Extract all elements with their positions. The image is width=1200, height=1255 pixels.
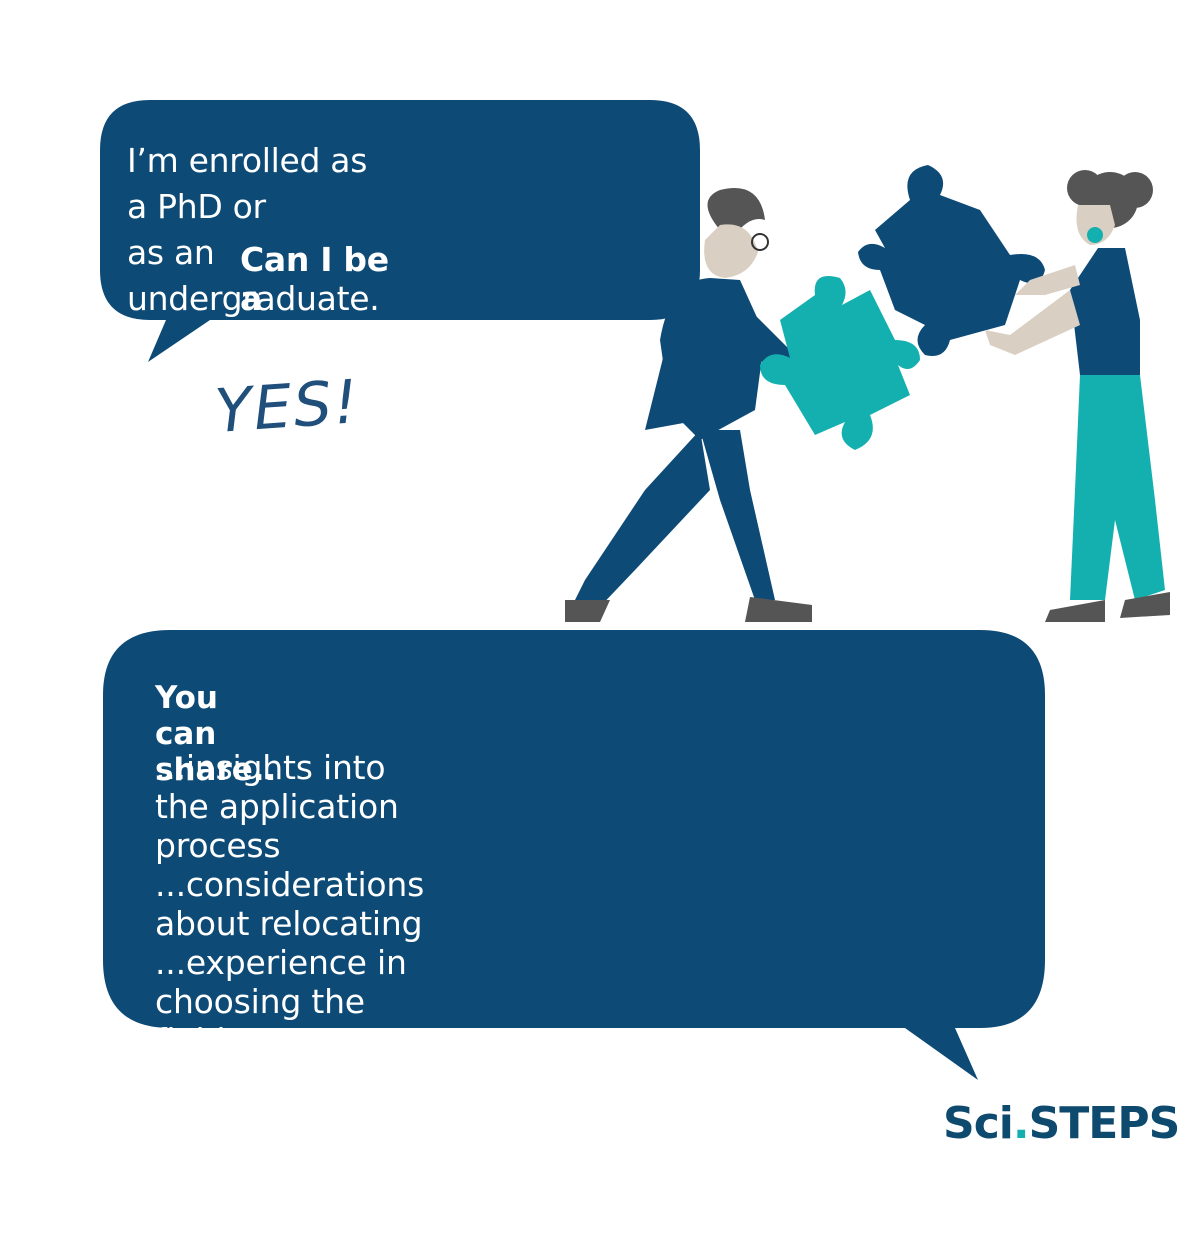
man-figure xyxy=(565,188,845,622)
flask-icon: . xyxy=(1012,1098,1030,1149)
teal-puzzle-piece xyxy=(760,276,920,450)
share-bubble-shape xyxy=(103,630,1045,1080)
logo-sci: Sci xyxy=(943,1098,1014,1149)
question-text: I’m enrolled as a PhD or as an undergrad… xyxy=(127,138,380,322)
puzzle-people-illustration xyxy=(565,165,1170,622)
share-item-relocating: ...considerations about relocating xyxy=(155,865,425,943)
share-item-supervisor: or the supervisor xyxy=(179,1060,350,1138)
logo-steps: STEPS xyxy=(1028,1098,1181,1149)
share-list: ...insights into the application process… xyxy=(155,748,424,1255)
share-item-advice: ...advice regarding initial applications xyxy=(155,1138,413,1255)
share-item-field: ...experience in choosing the field xyxy=(155,943,407,1060)
question-bold-line: Can I be a mentor? xyxy=(240,240,393,357)
question-line-2: as an undergraduate. xyxy=(127,233,380,318)
question-line-1: I’m enrolled as a PhD or xyxy=(127,141,368,226)
navy-puzzle-piece xyxy=(858,165,1045,356)
woman-figure xyxy=(985,170,1170,622)
share-heading: You can share.. xyxy=(155,680,277,788)
question-bubble-shape xyxy=(100,100,700,362)
share-item-insights: ...insights into the application process xyxy=(155,748,399,865)
scisteps-logo: Sci.STEPS xyxy=(943,1098,1181,1149)
